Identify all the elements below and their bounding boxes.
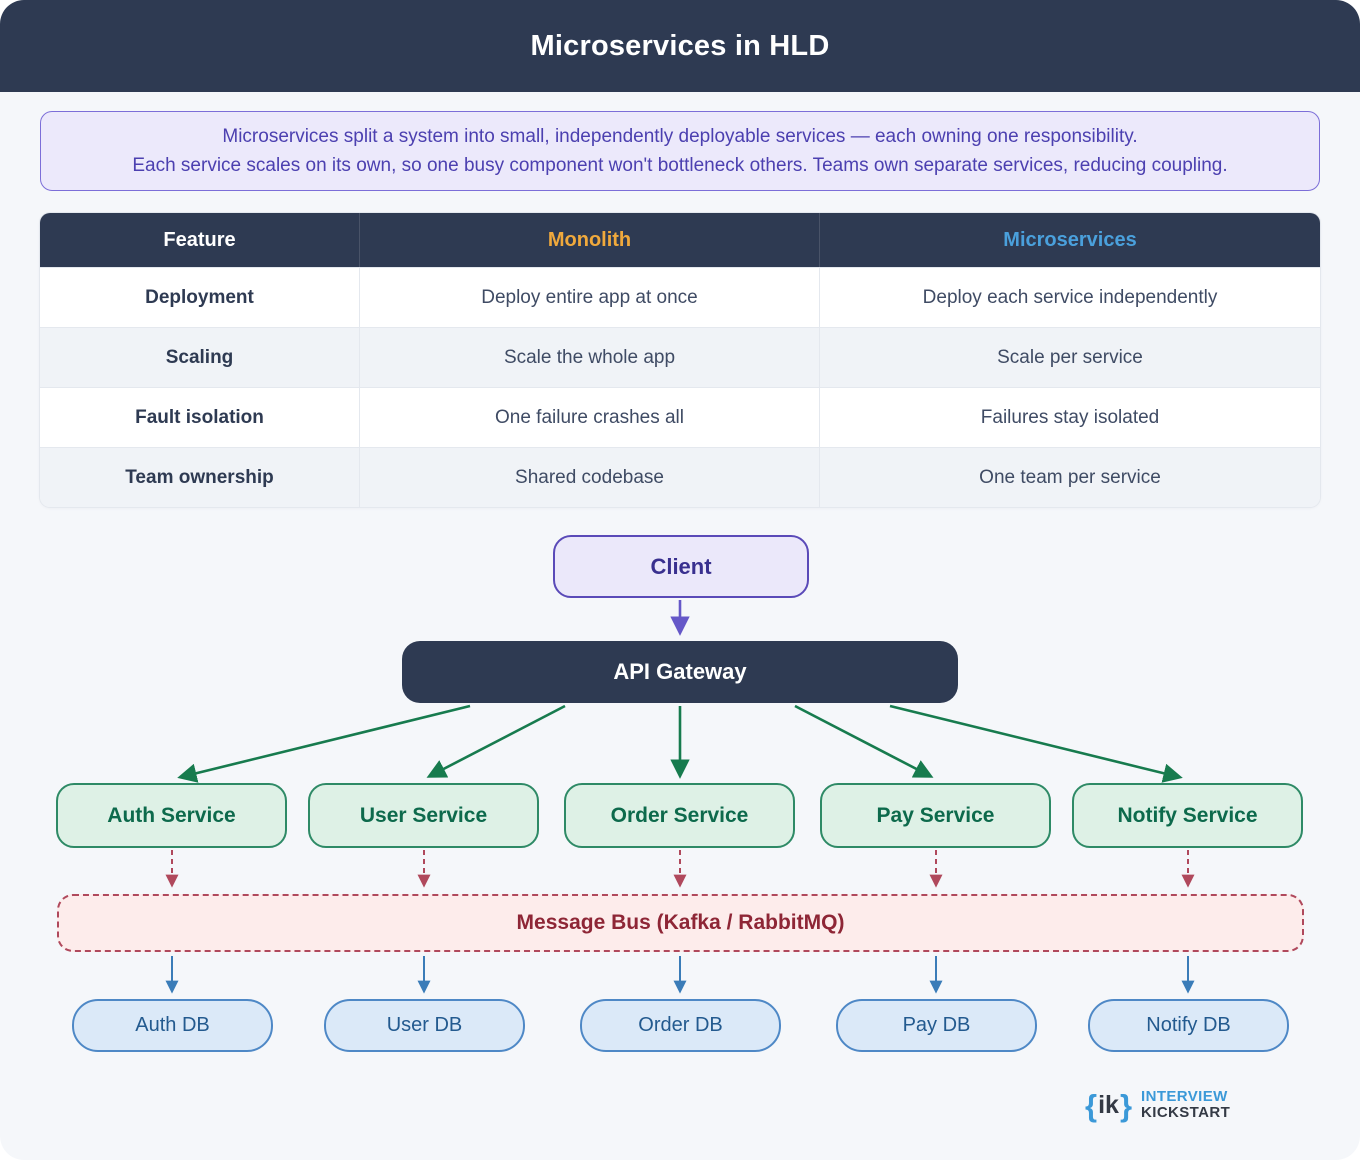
arrow-gateway-to-notify-service xyxy=(889,704,1183,783)
logo-close-brace: } xyxy=(1119,1087,1133,1123)
table-row-deployment: Deployment Deploy entire app at once Dep… xyxy=(40,267,1320,327)
intro-line-1: Microservices split a system into small,… xyxy=(222,126,1138,147)
cell-monolith: Scale the whole app xyxy=(360,327,820,387)
table-row-fault-isolation: Fault isolation One failure crashes all … xyxy=(40,387,1320,447)
order-db-node: Order DB xyxy=(580,999,781,1052)
cell-microservices: One team per service xyxy=(820,447,1320,507)
auth-db-node: Auth DB xyxy=(72,999,273,1052)
table-row-scaling: Scaling Scale the whole app Scale per se… xyxy=(40,327,1320,387)
interview-kickstart-logo: { ik } INTERVIEW KICKSTART xyxy=(1085,1089,1230,1121)
cell-monolith: Deploy entire app at once xyxy=(360,267,820,327)
cell-monolith: Shared codebase xyxy=(360,447,820,507)
comparison-table: Feature Monolith Microservices Deploymen… xyxy=(40,213,1320,507)
cell-microservices: Scale per service xyxy=(820,327,1320,387)
arrow-gateway-to-auth-service xyxy=(177,704,471,783)
column-header-monolith: Monolith xyxy=(360,213,820,267)
column-header-feature: Feature xyxy=(40,213,360,267)
cell-feature: Fault isolation xyxy=(40,387,360,447)
table-header-row: Feature Monolith Microservices xyxy=(40,213,1320,267)
cell-feature: Scaling xyxy=(40,327,360,387)
logo-word-kickstart: KICKSTART xyxy=(1141,1104,1231,1121)
cell-microservices: Deploy each service independently xyxy=(820,267,1320,327)
pay-service-node: Pay Service xyxy=(820,783,1051,848)
notify-service-node: Notify Service xyxy=(1072,783,1303,848)
logo-wordmark: INTERVIEW KICKSTART xyxy=(1141,1089,1230,1121)
table-row-team-ownership: Team ownership Shared codebase One team … xyxy=(40,447,1320,507)
pay-db-node: Pay DB xyxy=(836,999,1037,1052)
notify-db-node: Notify DB xyxy=(1088,999,1289,1052)
logo-open-brace: { xyxy=(1085,1087,1098,1123)
auth-service-node: Auth Service xyxy=(56,783,287,848)
api-gateway-node: API Gateway xyxy=(402,641,958,703)
logo-word-interview: INTERVIEW xyxy=(1141,1088,1228,1105)
cell-feature: Deployment xyxy=(40,267,360,327)
arrow-gateway-to-pay-service xyxy=(794,704,934,778)
client-node: Client xyxy=(553,535,809,598)
cell-feature: Team ownership xyxy=(40,447,360,507)
cell-monolith: One failure crashes all xyxy=(360,387,820,447)
arrow-gateway-to-user-service xyxy=(426,704,566,778)
logo-ik-letters: ik xyxy=(1098,1090,1119,1119)
cell-microservices: Failures stay isolated xyxy=(820,387,1320,447)
user-db-node: User DB xyxy=(324,999,525,1052)
intro-line-2: Each service scales on its own, so one b… xyxy=(132,155,1228,176)
user-service-node: User Service xyxy=(308,783,539,848)
column-header-microservices: Microservices xyxy=(1003,228,1137,251)
ik-logo-mark-icon: { ik } xyxy=(1085,1090,1132,1121)
header-bar: Microservices in HLD xyxy=(0,0,1360,92)
order-service-node: Order Service xyxy=(564,783,795,848)
message-bus-node: Message Bus (Kafka / RabbitMQ) xyxy=(57,894,1304,952)
intro-note: Microservices split a system into small,… xyxy=(40,111,1320,191)
page-title: Microservices in HLD xyxy=(530,29,830,62)
